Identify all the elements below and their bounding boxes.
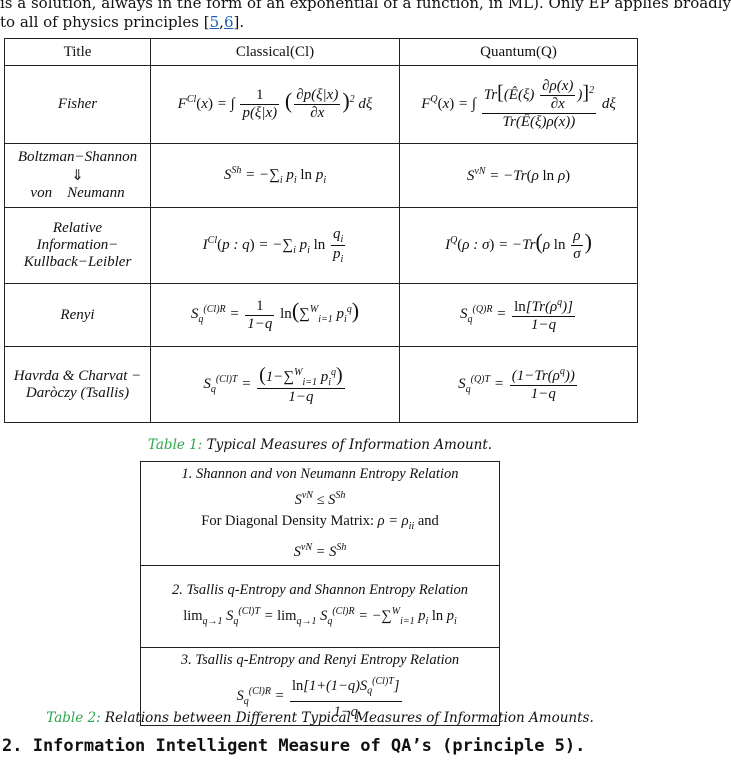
table-2-caption: Table 2: Relations between Different Typ… — [0, 710, 640, 726]
relation-cell-2: 2. Tsallis q-Entropy and Shannon Entropy… — [140, 564, 500, 648]
table-1-label: Table 1: — [147, 437, 203, 453]
table-row-relative-info: Relative Information− Kullback−Leibler I… — [4, 207, 638, 284]
relation-1-diagonal: For Diagonal Density Matrix: ρ = ρii and — [201, 512, 439, 532]
relation-section-1: 1. Shannon and von Neumann Entropy Relat… — [140, 461, 500, 566]
relation-3-title: 3. Tsallis q-Entropy and Renyi Entropy R… — [180, 651, 460, 668]
row-title-fisher: Fisher — [4, 65, 151, 144]
relation-section-2: 2. Tsallis q-Entropy and Shannon Entropy… — [140, 564, 500, 648]
relation-1-and: and — [417, 512, 439, 529]
title-line: von Neumann — [30, 185, 125, 201]
relation-1-eq1: SvN ≤ SSh — [294, 490, 346, 508]
section-heading: 2. Information Intelligent Measure of QA… — [2, 736, 586, 756]
title-line: Information− — [36, 237, 119, 253]
formula-shannon-classical: SSh = −∑i pi ln pi — [150, 143, 400, 208]
formula-renyi-quantum: Sq(Q)R = ln[Tr(ρq)]1−q — [399, 283, 638, 347]
title-arrow: ⇓ — [71, 168, 84, 184]
relation-cell-1: 1. Shannon and von Neumann Entropy Relat… — [140, 461, 500, 566]
citation-separator: , — [219, 13, 224, 31]
row-title-relative-info: Relative Information− Kullback−Leibler — [4, 207, 151, 284]
row-title-shannon: Boltzman−Shannon ⇓ von Neumann — [4, 143, 151, 208]
title-line: Boltzman−Shannon — [17, 149, 138, 165]
relation-section-3: 3. Tsallis q-Entropy and Renyi Entropy R… — [140, 646, 500, 727]
relation-1-title-text: 1. Shannon and von Neumann Entropy Relat… — [181, 466, 459, 482]
title-line: Havrda & Charvat − — [13, 367, 142, 384]
formula-tsallis-classical: Sq(Cl)T = (1−∑Wi=1 piq)1−q — [150, 346, 400, 423]
header-title: Title — [4, 38, 151, 66]
table-row-shannon: Boltzman−Shannon ⇓ von Neumann SSh = −∑i… — [4, 143, 638, 208]
title-line: Daròczy (Tsallis) — [25, 384, 130, 401]
formula-vonneumann-quantum: SvN = −Tr(ρ ln ρ) — [399, 143, 638, 208]
header-quantum: Quantum(Q) — [399, 38, 638, 66]
table-1-caption: Table 1: Typical Measures of Information… — [0, 437, 640, 453]
relation-1-eq3: SvN = SSh — [293, 541, 347, 560]
intro-paragraph: is a solution, always in the form of an … — [0, 0, 731, 32]
citation-link-6[interactable]: 6 — [223, 13, 234, 31]
title-line: Relative — [52, 220, 103, 236]
intro-line-1: is a solution, always in the form of an … — [0, 0, 731, 12]
row-title-tsallis: Havrda & Charvat − Daròczy (Tsallis) — [4, 346, 151, 423]
relation-1-title: 1. Shannon and von Neumann Entropy Relat… — [147, 464, 493, 485]
intro-line-2: to all of physics principles [ — [0, 13, 210, 31]
table-header-row: Title Classical(Cl) Quantum(Q) — [4, 38, 638, 66]
relation-2-eq: limq→1 Sq(Cl)T = limq→1 Sq(Cl)R = −∑Wi=1… — [183, 606, 457, 627]
table-2-label: Table 2: — [46, 710, 101, 726]
formula-tsallis-quantum: Sq(Q)T = (1−Tr(ρq))1−q — [399, 346, 638, 423]
table-information-measures: Title Classical(Cl) Quantum(Q) Fisher FC… — [4, 38, 638, 423]
table-row-tsallis: Havrda & Charvat − Daròczy (Tsallis) Sq(… — [4, 346, 638, 423]
intro-line-2-end: ]. — [233, 13, 245, 31]
relation-3-eq: Sq(Cl)R = ln[1+(1−q)Sq(Cl)T]1−q — [147, 671, 493, 724]
table-2-caption-text: Relations between Different Typical Meas… — [100, 710, 594, 726]
relation-2-title: 2. Tsallis q-Entropy and Shannon Entropy… — [171, 582, 469, 599]
relation-1-diagonal-text: For Diagonal Density Matrix: — [201, 512, 375, 529]
relation-cell-3: 3. Tsallis q-Entropy and Renyi Entropy R… — [140, 646, 500, 727]
citation-link-5[interactable]: 5 — [209, 13, 220, 31]
row-title-renyi: Renyi — [4, 283, 151, 347]
table-entropy-relations: 1. Shannon and von Neumann Entropy Relat… — [140, 461, 500, 727]
table-1-caption-text: Typical Measures of Information Amount. — [202, 437, 493, 453]
header-classical: Classical(Cl) — [150, 38, 400, 66]
title-line: Kullback−Leibler — [23, 254, 132, 270]
